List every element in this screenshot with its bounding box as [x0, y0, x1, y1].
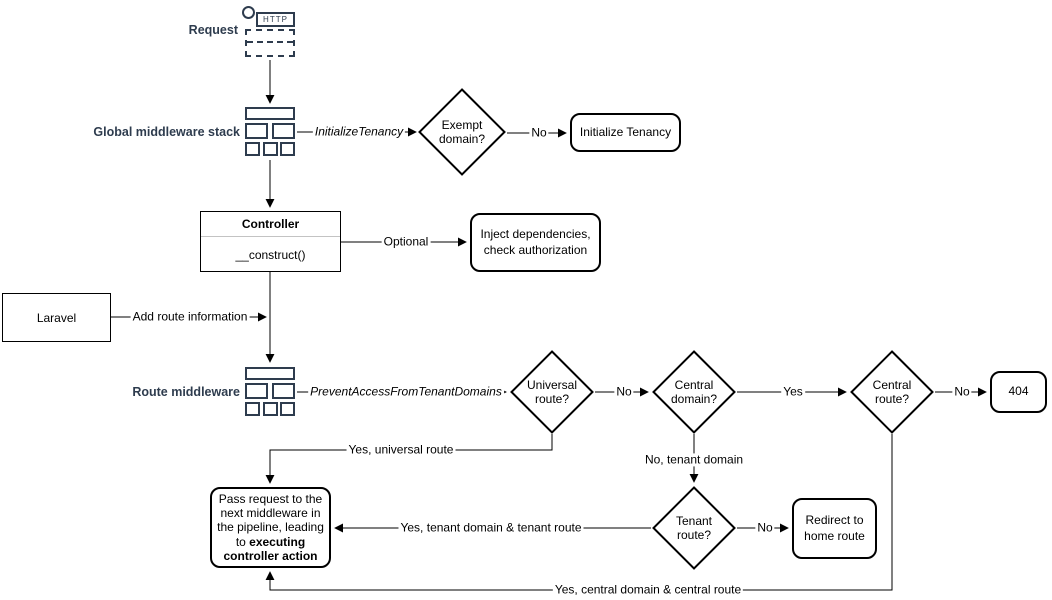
http-label: HTTP — [256, 12, 295, 27]
edge-label-no-central-route: No — [952, 384, 972, 399]
controller-title: Controller — [201, 212, 340, 237]
initialize-tenancy-box: Initialize Tenancy — [570, 113, 681, 152]
pass-request-box: Pass request to the next middleware in t… — [210, 487, 331, 568]
edge-label-prevent-access: PreventAccessFromTenantDomains — [308, 384, 504, 399]
stack-row3-block-icon — [262, 142, 278, 156]
edge-label-no-exempt: No — [529, 125, 549, 140]
edge-label-no-universal: No — [614, 384, 634, 399]
universal-route-diamond: Universal route? — [510, 350, 594, 434]
request-body-divider — [247, 41, 293, 43]
exempt-domain-diamond: Exempt domain? — [418, 88, 506, 176]
route-middleware-label: Route middleware — [132, 385, 240, 399]
redirect-home-box: Redirect to home route — [792, 498, 877, 559]
request-body-icon — [245, 29, 295, 57]
stack-row3-block-icon — [280, 142, 295, 156]
request-circle-icon — [242, 6, 255, 19]
stack-row3-block-icon — [245, 142, 260, 156]
edge-label-optional: Optional — [381, 234, 431, 249]
stack-row1-icon — [245, 367, 295, 380]
exempt-domain-label: Exempt domain? — [438, 117, 486, 146]
stack-row3-block-icon — [262, 402, 278, 416]
request-label: Request — [188, 23, 238, 37]
tenant-route-label: Tenant route? — [675, 513, 713, 542]
edge-label-no-tenant-domain: No, tenant domain — [642, 452, 746, 467]
edge-label-yes-central-domain: Yes — [781, 384, 805, 399]
central-route-label: Central route? — [872, 377, 912, 406]
edge-label-yes-tenant: Yes, tenant domain & tenant route — [398, 520, 584, 535]
edge-label-initialize-tenancy: InitializeTenancy — [312, 124, 406, 139]
central-domain-diamond: Central domain? — [652, 350, 736, 434]
laravel-box: Laravel — [2, 293, 111, 342]
edge-universal-yes-to-pass — [265, 434, 553, 484]
controller-method: __construct() — [235, 247, 306, 262]
inject-dependencies-box: Inject dependencies, check authorization — [470, 213, 601, 272]
central-domain-label: Central domain? — [670, 377, 718, 406]
not-found-box: 404 — [990, 371, 1047, 413]
edge-label-yes-universal-route: Yes, universal route — [346, 442, 456, 457]
universal-route-label: Universal route? — [526, 377, 577, 406]
stack-row2-block-icon — [272, 123, 295, 139]
stack-row2-block-icon — [272, 383, 295, 399]
stack-row2-block-icon — [245, 123, 268, 139]
stack-row2-block-icon — [245, 383, 268, 399]
stack-row3-block-icon — [245, 402, 260, 416]
tenant-route-diamond: Tenant route? — [652, 486, 736, 570]
edge-label-no-tenant-route: No — [755, 520, 775, 535]
global-middleware-stack-icon — [245, 107, 295, 158]
route-middleware-icon — [245, 367, 295, 418]
global-middleware-label: Global middleware stack — [93, 125, 240, 139]
stack-row3-block-icon — [280, 402, 295, 416]
http-request-icon: HTTP — [240, 6, 298, 58]
edge-label-yes-central: Yes, central domain & central route — [552, 582, 744, 597]
stack-row1-icon — [245, 107, 295, 120]
controller-box: Controller __construct() — [200, 211, 341, 272]
pass-request-text: Pass request to the next middleware in t… — [217, 492, 324, 563]
central-route-diamond: Central route? — [850, 350, 934, 434]
edge-label-add-route-information: Add route information — [130, 309, 250, 324]
